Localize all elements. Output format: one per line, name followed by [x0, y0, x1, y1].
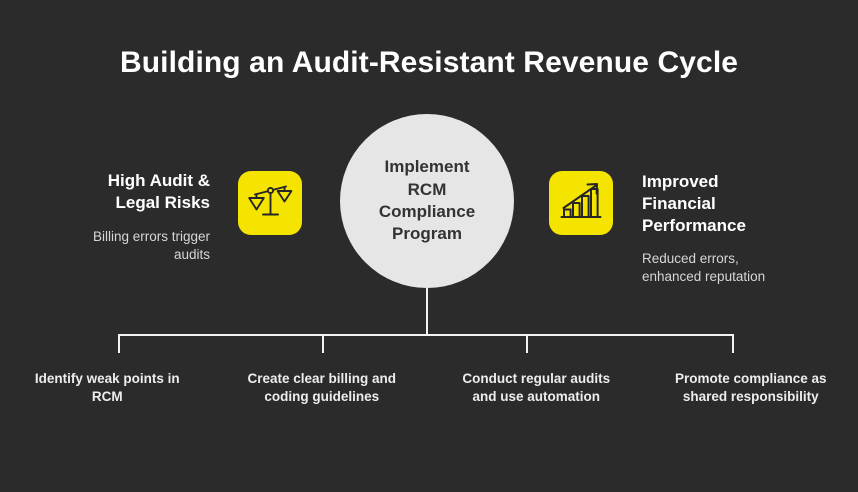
- connector-tick-4: [732, 334, 734, 353]
- connector-tick-2: [322, 334, 324, 353]
- scales-balance-icon-tile: [238, 171, 302, 235]
- left-block-heading: High Audit & Legal Risks: [107, 171, 210, 212]
- branch-item-3: Conduct regular audits and use automatio…: [462, 371, 611, 405]
- branch-item-4: Promote compliance as shared responsibil…: [674, 371, 827, 405]
- bar-chart-growth-icon: [558, 178, 604, 229]
- left-block-subtext: Billing errors trigger audits: [92, 229, 210, 262]
- branch-list: Identify weak points in RCM Create clear…: [0, 370, 858, 406]
- connector-bus-line: [118, 334, 734, 336]
- page-title: Building an Audit-Resistant Revenue Cycl…: [119, 46, 739, 79]
- branch-item-1: Identify weak points in RCM: [34, 371, 180, 405]
- right-block-heading: Improved Financial Performance: [642, 172, 746, 235]
- connector-trunk-line: [426, 288, 428, 335]
- bar-chart-growth-icon-tile: [549, 171, 613, 235]
- center-node: Implement RCM Compliance Program: [340, 114, 514, 288]
- branch-item-2: Create clear billing and coding guidelin…: [247, 371, 397, 405]
- connector-tick-1: [118, 334, 120, 353]
- right-block-subtext: Reduced errors, enhanced reputation: [642, 251, 766, 284]
- connector-tick-3: [526, 334, 528, 353]
- center-node-label: Implement RCM Compliance Program: [378, 157, 476, 244]
- scales-balance-icon: [247, 178, 293, 229]
